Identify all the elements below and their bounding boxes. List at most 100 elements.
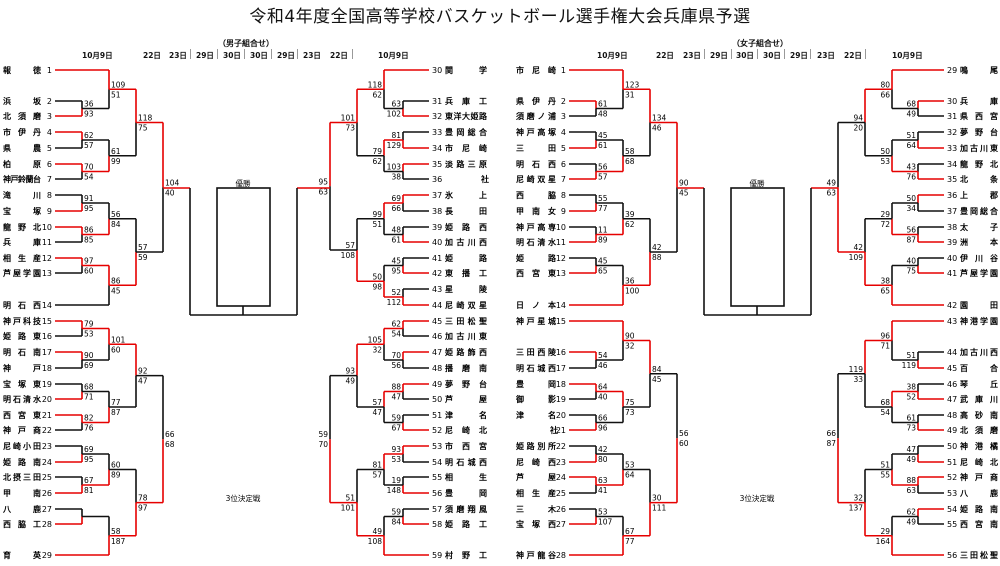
score-top: 68 [880,398,890,407]
score-top: 88 [906,476,916,485]
team-name: 技 [33,316,42,326]
team-name: 学 [980,268,988,278]
team-name: 御 [515,394,524,404]
team-seed: 43 [947,317,957,326]
team-name: 条 [989,174,999,184]
team-name: 南 [33,488,41,498]
divider [271,49,272,59]
team-seed: 51 [947,458,957,467]
score-bottom: 49 [906,518,916,527]
score-top: 88 [391,383,401,392]
team-seed: 53 [947,489,957,498]
score-bottom: 129 [387,141,402,150]
score-top: 75 [625,398,635,407]
team-seed: 14 [42,301,52,310]
score-top: 105 [368,335,383,344]
team-name: 東 [33,379,41,389]
team-name: 伊 [17,127,26,137]
score-bottom: 63 [318,187,328,196]
team-name: 専 [548,222,556,232]
score-top: 30 [652,494,662,503]
score-top: 63 [598,476,608,485]
team-name: 岡 [456,128,464,137]
team-name: 明 [3,301,11,310]
team-name: 百 [960,364,968,373]
team-name: 西 [516,269,524,278]
team-name: 戸 [18,426,26,435]
champion-box [730,187,785,307]
score-top: 91 [84,194,94,203]
score-top: 62 [906,508,916,517]
team-name: 豊 [516,379,524,389]
team-seed: 48 [432,364,442,373]
team-name: 脇 [548,190,556,200]
team-seed: 40 [432,238,442,247]
team-seed: 26 [42,489,52,498]
score-bottom: 119 [902,361,917,370]
score-top: 29 [880,527,890,536]
team-name: 三 [445,317,453,326]
champion-label: 優勝 [236,178,251,188]
team-name: 尼 [516,458,524,467]
team-seed: 56 [947,551,957,560]
team-name: 川 [974,254,983,263]
team-name: 生 [18,253,26,263]
team-name: 北 [960,174,968,184]
team-seed: 35 [947,175,957,184]
team-seed: 44 [947,348,957,357]
team-seed: 41 [432,254,442,263]
score-bottom: 62 [372,90,382,99]
score-bottom: 89 [598,236,608,245]
team-name: 芦 [445,394,453,404]
team-name: 風 [479,505,487,514]
team-name: 西 [3,520,11,529]
team-name: 谷 [989,253,999,263]
team-name: 田 [33,473,41,482]
team-name: 本 [547,300,556,310]
score-bottom: 49 [345,377,355,386]
team-name: 神 [3,425,11,435]
score-top: 93 [345,367,355,376]
team-name: 姫 [516,441,524,451]
team-name: 田 [456,317,464,326]
team-seed: 14 [556,301,566,310]
score-bottom: 54 [84,173,94,182]
team-name: 龍 [960,159,968,169]
score-top: 32 [853,494,863,503]
team-name: 塚 [18,379,26,389]
team-name: 星 [445,284,453,294]
team-seed: 31 [947,112,957,121]
team-seed: 54 [947,505,957,514]
date-header: 30日 [223,51,241,60]
team-name: 学 [980,316,988,326]
team-name: 古 [970,143,978,153]
score-top: 57 [138,243,148,252]
team-name: 戸 [13,317,21,326]
team-seed: 37 [947,207,957,216]
team-seed: 29 [947,66,957,75]
team-seed: 35 [432,160,442,169]
team-name: 大 [462,111,470,121]
score-top: 36 [625,276,635,285]
team-name: 西 [462,442,470,451]
score-top: 94 [853,114,863,123]
team-name: 市 [3,127,11,137]
score-top: 50 [372,272,382,281]
date-header: 29日 [710,51,728,60]
score-top: 82 [84,414,94,423]
team-name: 学 [479,65,487,75]
score-top: 51 [906,131,916,140]
score-top: 99 [372,210,382,219]
team-seed: 50 [432,395,442,404]
team-name: 別 [536,442,545,451]
team-name: 園 [990,269,998,278]
team-name: 塚 [33,206,41,216]
score-top: 50 [906,194,916,203]
score-bottom: 95 [84,204,94,213]
score-bottom: 53 [880,157,890,166]
champion-box [216,187,271,307]
team-name: 石 [12,395,21,404]
team-name: 洋 [454,111,462,121]
score-top: 47 [906,445,916,454]
team-seed: 16 [42,332,52,341]
